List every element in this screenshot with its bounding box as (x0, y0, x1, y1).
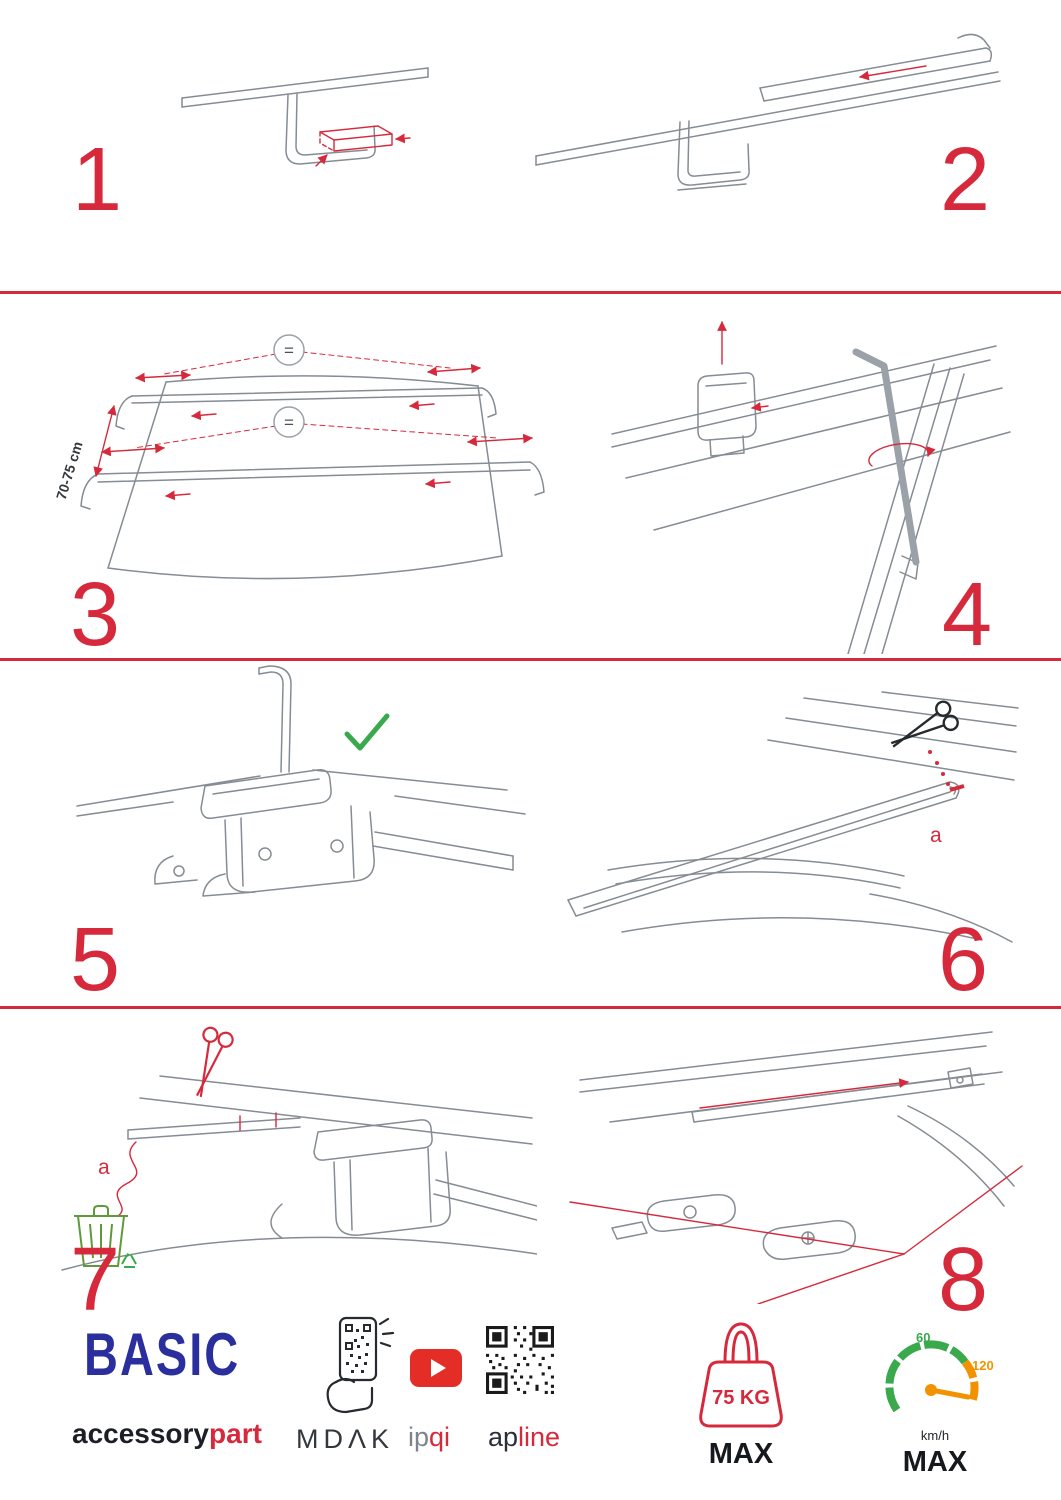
tighten-arrows (717, 321, 936, 467)
step6-illustration-cut-strip: a (567, 691, 1019, 943)
step-1-number: 1 (72, 130, 123, 230)
qr-code (486, 1326, 554, 1394)
trash-icon (74, 1205, 128, 1267)
cut-marks-and-cord (116, 1112, 277, 1217)
scissors-icon-red (195, 1026, 234, 1098)
logo-apline-red: line (518, 1422, 561, 1452)
phone-qr-pattern (345, 1324, 371, 1373)
check-icon (344, 713, 390, 751)
svg-text:=: = (284, 413, 294, 432)
step-5-number: 5 (70, 910, 121, 1010)
step7-illustration-discard: a (61, 1026, 537, 1271)
step5-illustration-check (76, 665, 526, 897)
logo-ipqi: ipqi (408, 1424, 450, 1451)
scissors-icon (890, 700, 959, 748)
measurement-label: 70-75 cm (53, 440, 86, 502)
cut-line-dots (928, 750, 950, 786)
speed-max-label: MAX (902, 1446, 968, 1478)
step-2-number: 2 (940, 130, 991, 230)
step-7-number: 7 (70, 1230, 121, 1330)
logo-apline-black: ap (488, 1422, 519, 1452)
perspective-guides (569, 1078, 1023, 1304)
step-3-number: 3 (70, 565, 121, 665)
divider-1 (0, 291, 1061, 294)
divider-2 (0, 658, 1061, 661)
logo-ipqi-red: qi (429, 1422, 451, 1452)
slide-direction-arrow (859, 65, 927, 81)
logo-apline: apline (488, 1424, 560, 1451)
logo-mdak: MDΛK (296, 1424, 395, 1454)
divider-3 (0, 1006, 1061, 1009)
speedometer-icon: 60 120 (885, 1330, 994, 1413)
rubber-pad-highlight (315, 125, 411, 167)
speed-high-label: 120 (972, 1358, 994, 1373)
equal-spacing-badge-top: = (273, 334, 305, 366)
logo-ipqi-gray: ip (408, 1422, 430, 1452)
phone-scan-icon (326, 1316, 395, 1414)
part-label-a: a (98, 1156, 110, 1179)
brand-accessorypart: accessorypart (72, 1420, 262, 1448)
step4-illustration-allen-key (611, 321, 1011, 654)
svg-text:=: = (284, 341, 294, 360)
step-8-number: 8 (938, 1230, 989, 1330)
weight-icon: 75 KG (699, 1322, 783, 1428)
step8-illustration-final (569, 1031, 1023, 1304)
speedometer-needle (928, 1387, 971, 1400)
step2-illustration-bar-slide (535, 33, 1001, 191)
equal-spacing-badge-bottom: = (273, 406, 305, 438)
speed-unit-label: km/h (920, 1428, 950, 1443)
allen-key (852, 348, 920, 566)
brand-accessory-text: accessory (72, 1418, 210, 1449)
youtube-icon (410, 1349, 462, 1387)
step1-illustration-clamp-pad (181, 67, 429, 167)
speed-low-label: 60 (916, 1330, 930, 1345)
rubber-strip-end (949, 784, 965, 792)
step-6-number: 6 (938, 910, 989, 1010)
load-max-label: MAX (708, 1438, 774, 1470)
part-label-a: a (930, 824, 942, 847)
brand-part-text: part (209, 1418, 262, 1449)
brand-basic-logo: BASIC (84, 1320, 241, 1388)
load-value: 75 KG (712, 1387, 770, 1409)
dimension-arrows (93, 351, 533, 501)
recycle-icon (121, 1253, 137, 1268)
step3-illustration-spacing: = = 70-75 cm (53, 334, 545, 580)
step-4-number: 4 (942, 565, 993, 665)
